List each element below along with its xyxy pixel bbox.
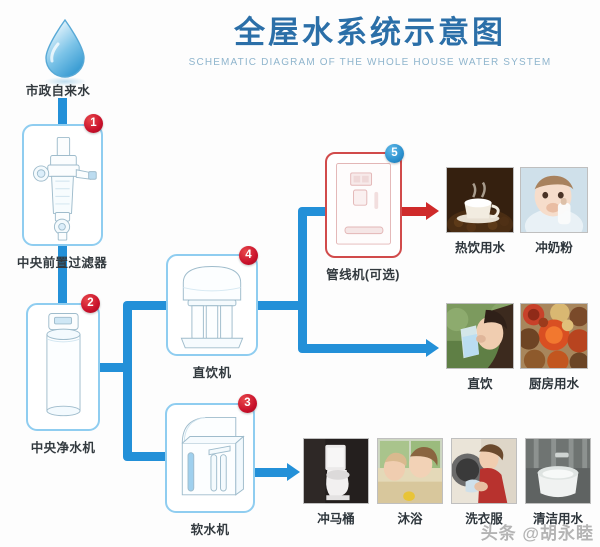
pipe-softener-out (254, 468, 289, 477)
pipe-drink-down (298, 301, 307, 353)
label-pre-filter: 中央前置过滤器 (16, 256, 108, 270)
badge-central-purifier: 2 (81, 294, 100, 313)
water-softener-icon (181, 416, 245, 496)
arrow-red-hot-outputs (426, 202, 439, 220)
label-water-softener: 软水机 (190, 523, 230, 537)
pre-filter-icon (33, 136, 97, 241)
central-purifier-icon (46, 313, 81, 417)
label-milk-powder: 冲奶粉 (535, 241, 573, 255)
output-toilet: 冲马桶 (303, 438, 369, 526)
pipe-to-drink-outputs (302, 344, 428, 353)
pipeline-machine-icon (336, 163, 391, 245)
direct-drink-icon (180, 266, 244, 349)
output-hot-drink: 热饮用水 (446, 167, 514, 255)
coffee-cup-photo (446, 167, 514, 233)
output-direct-drinking: 直饮 (446, 303, 514, 391)
pipe-split-up (123, 301, 132, 372)
washing-machine-photo (451, 438, 517, 504)
arrow-to-soft-outputs (287, 463, 300, 481)
pipe-split-down (123, 363, 132, 461)
device-central-purifier[interactable] (26, 303, 100, 431)
output-cleaning: 清洁用水 (525, 438, 591, 526)
drinking-woman-photo (446, 303, 514, 369)
source-label: 市政自来水 (25, 84, 91, 98)
label-pipeline-machine: 管线机(可选) (326, 268, 400, 282)
label-direct-drinking: 直饮 (467, 377, 493, 391)
output-milk-powder: 冲奶粉 (520, 167, 588, 255)
pipe-drink-up (298, 207, 307, 310)
pipe-red-to-hot-outputs (400, 207, 428, 216)
device-pre-filter[interactable] (22, 124, 103, 246)
bathing-children-photo (377, 438, 443, 504)
badge-pipeline-machine: 5 (385, 144, 404, 163)
pipe-source-to-filter (58, 98, 67, 124)
device-pipeline-machine[interactable] (325, 152, 402, 258)
label-laundry: 洗衣服 (465, 512, 503, 526)
badge-water-softener: 3 (238, 394, 257, 413)
drop-reflection (44, 77, 86, 86)
output-kitchen-water: 厨房用水 (520, 303, 588, 391)
device-direct-drink[interactable] (166, 254, 258, 356)
pipe-to-direct-drink (127, 301, 167, 310)
label-kitchen-water: 厨房用水 (528, 377, 579, 391)
bathtub-photo (525, 438, 591, 504)
label-hot-drink: 热饮用水 (454, 241, 505, 255)
water-drop-icon (36, 14, 94, 88)
badge-pre-filter: 1 (84, 114, 103, 133)
output-bathing: 沐浴 (377, 438, 443, 526)
label-cleaning: 清洁用水 (532, 512, 583, 526)
pipe-drink-out (257, 301, 307, 310)
label-direct-drink: 直饮机 (192, 366, 232, 380)
label-central-purifier: 中央净水机 (30, 441, 96, 455)
pipe-to-softener (127, 452, 172, 461)
label-toilet: 冲马桶 (317, 512, 355, 526)
food-dishes-photo (520, 303, 588, 369)
page-title: 全屋水系统示意图 (234, 15, 506, 50)
toilet-photo (303, 438, 369, 504)
pipe-filter-to-purifier (58, 245, 67, 303)
badge-direct-drink: 4 (239, 246, 258, 265)
title-block: 全屋水系统示意图 SCHEMATIC DIAGRAM OF THE WHOLE … (150, 14, 590, 68)
pipe-to-pipeline-machine (302, 207, 330, 216)
baby-bottle-photo (520, 167, 588, 233)
page-subtitle: SCHEMATIC DIAGRAM OF THE WHOLE HOUSE WAT… (188, 57, 552, 68)
arrow-to-drink-outputs (426, 339, 439, 357)
label-bathing: 沐浴 (397, 512, 423, 526)
output-laundry: 洗衣服 (451, 438, 517, 526)
device-water-softener[interactable] (165, 403, 255, 513)
